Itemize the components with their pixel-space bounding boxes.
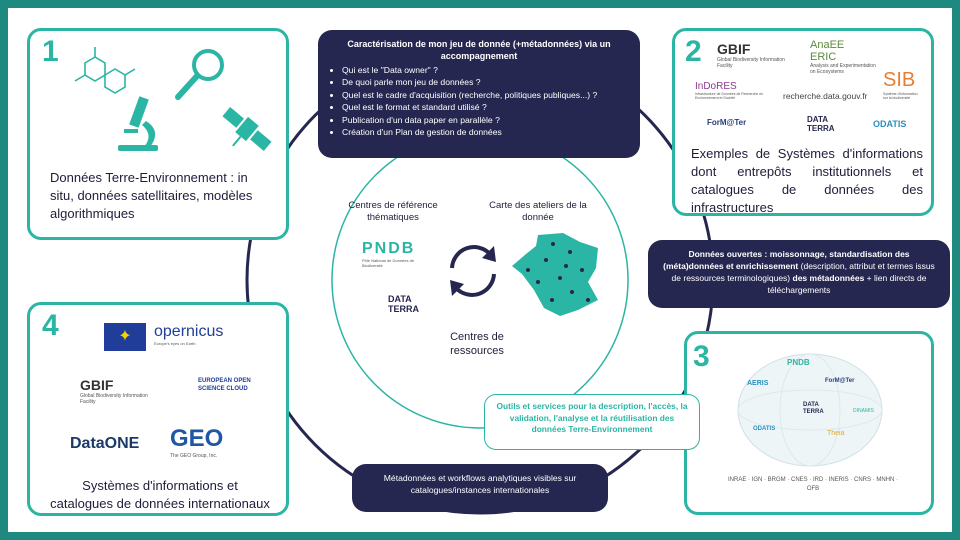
- international-catalogues-box: Métadonnées et workflows analytiques vis…: [352, 464, 608, 512]
- question-item: Création d'un Plan de gestion de données: [342, 126, 628, 138]
- panel-3-number: 3: [693, 340, 710, 373]
- infographic: 1: [8, 8, 952, 532]
- panel-1: 1: [27, 28, 289, 240]
- resource-centres-label: Centres de ressources: [450, 331, 504, 357]
- panel-3: 3 PNDB AERIS ForM@Ter DATA TERRA DINAMIS…: [684, 331, 934, 515]
- reference-centres-label: Centres de référence thématiques: [348, 200, 438, 223]
- characterisation-title: Caractérisation de mon jeu de donnée (+m…: [347, 39, 611, 61]
- question-item: De quoi parle mon jeu de données ?: [342, 76, 628, 88]
- question-item: Publication d'un data paper en parallèle…: [342, 114, 628, 126]
- tools-text: Outils et services pour la description, …: [496, 401, 688, 434]
- cycle-arrows-icon: [450, 245, 496, 297]
- dataterra-small-logo: DATA TERRA: [803, 402, 824, 415]
- panel-2: 2 GBIF Global Biodiversity Information F…: [672, 28, 934, 216]
- indores-logo: InDoRES Infrastructure de Données de Rec…: [695, 81, 764, 100]
- satellite-icon: [222, 107, 272, 151]
- gbif-logo: GBIF Global Biodiversity Information Fac…: [717, 41, 785, 69]
- panel-1-number: 1: [42, 35, 59, 68]
- question-item: Quel est le format et standard utilisé ?: [342, 101, 628, 113]
- open-data-bold-2: des métadonnées: [792, 273, 865, 283]
- formater-small-logo: ForM@Ter: [825, 378, 855, 384]
- globe-icon: [737, 353, 883, 467]
- sib-logo: SIB Système d'information sur la biodive…: [883, 69, 918, 100]
- panel-2-text: Exemples de Systèmes d'informations dont…: [691, 146, 923, 215]
- panel-2-number: 2: [685, 35, 702, 68]
- recherche-data-logo: recherche.data.gouv.fr: [783, 91, 868, 101]
- panel-1-text: Données Terre-Environnement : in situ, d…: [50, 170, 253, 221]
- eu-flag-icon: ✦: [104, 323, 146, 351]
- atelier-map-label: Carte des ateliers de la donnée: [489, 200, 587, 223]
- open-data-box: Données ouvertes : moissonnage, standard…: [648, 240, 950, 308]
- magnifier-icon: [175, 49, 224, 100]
- geo-logo: GEO The GEO Group, Inc.: [170, 425, 224, 459]
- microscope-icon: [118, 96, 158, 151]
- theia-logo: Theia: [827, 430, 845, 437]
- question-item: Qui est le "Data owner" ?: [342, 64, 628, 76]
- panel-4: 4 ✦ opernicus Europe's eyes on Earth GBI…: [27, 302, 289, 516]
- panel-4-text: Systèmes d'informations et catalogues de…: [50, 478, 270, 511]
- dataone-logo: DataONE: [70, 435, 140, 452]
- eosc-logo: EUROPEAN OPEN SCIENCE CLOUD: [198, 378, 251, 392]
- partner-logos-strip: INRAE · IGN · BRGM · CNES · IRD · INERIS…: [728, 477, 898, 492]
- pndb-small-logo: PNDB: [787, 358, 810, 367]
- characterisation-box: Caractérisation de mon jeu de donnée (+m…: [318, 30, 640, 158]
- copernicus-logo: opernicus Europe's eyes on Earth: [154, 323, 224, 346]
- open-data-bold: Données ouvertes : moissonnage, standard…: [663, 249, 910, 271]
- pndb-logo: PNDB Pôle National de Données de Biodive…: [362, 240, 416, 268]
- gbif-logo-international: GBIF Global Biodiversity Information Fac…: [80, 377, 148, 405]
- tools-box: Outils et services pour la description, …: [484, 394, 700, 450]
- aeris-logo: AERIS: [747, 380, 769, 387]
- open-data-normal: (description, attribut et termes issus d…: [671, 261, 935, 283]
- panel-4-number: 4: [42, 309, 59, 342]
- odatis-logo: ODATIS: [873, 119, 907, 129]
- france-map-icon: [512, 233, 598, 316]
- question-item: Quel est le cadre d'acquisition (recherc…: [342, 89, 628, 101]
- dinamis-logo: DINAMIS: [853, 408, 874, 414]
- molecule-icon: [74, 47, 136, 94]
- open-data-normal-2: + lien directs de téléchargements: [767, 273, 927, 295]
- international-catalogues-text: Métadonnées et workflows analytiques vis…: [383, 473, 577, 495]
- dataterra-logo: DATA TERRA: [807, 115, 835, 133]
- questions-list: Qui est le "Data owner" ? De quoi parle …: [330, 64, 628, 138]
- center-dataterra-logo: DATA TERRA: [388, 294, 419, 314]
- anaee-logo: AnaEE ERIC Analysis and Experimentation …: [810, 39, 876, 75]
- odatis-small-logo: ODATIS: [753, 426, 776, 432]
- formater-logo: ForM@Ter: [707, 118, 747, 127]
